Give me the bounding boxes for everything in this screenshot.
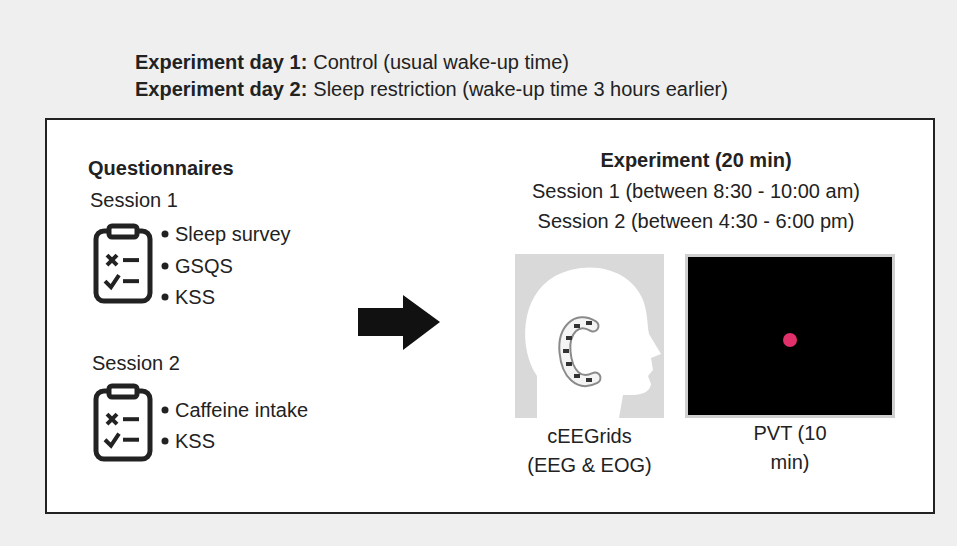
bullet-dot (162, 263, 169, 270)
section-heading: Experiment (20 min) (600, 148, 791, 172)
pvt-stimulus (688, 257, 892, 415)
image-caption: cEEGrids (EEG & EOG) (527, 422, 652, 480)
bullet-dot (162, 231, 169, 238)
pvt-screen: PVT (10 min) (685, 254, 895, 418)
procedure-frame: cEEGrids (EEG & EOG)PVT (10 min)Question… (45, 118, 935, 514)
bullet-item: Caffeine intake (175, 398, 308, 422)
section-heading: Questionnaires (88, 156, 234, 180)
image-caption: PVT (10 min) (745, 419, 835, 477)
session-label: Session 1 (90, 188, 178, 212)
session-label: Session 2 (92, 351, 180, 375)
bullet-dot (162, 407, 169, 414)
head-illustration (515, 254, 664, 418)
day-heading: Experiment day 2: (135, 76, 307, 102)
day-description: Sleep restriction (wake-up time 3 hours … (313, 76, 728, 102)
bullet-item: KSS (175, 285, 215, 309)
bullet-dot (162, 438, 169, 445)
clipboard-icon (96, 226, 150, 301)
day-line: Experiment day 1:Control (usual wake-up … (135, 49, 569, 75)
session-time: Session 2 (between 4:30 - 6:00 pm) (538, 209, 855, 233)
day-heading: Experiment day 1: (135, 49, 307, 75)
flow-arrow (358, 295, 440, 350)
bullet-item: KSS (175, 429, 215, 453)
day-description: Control (usual wake-up time) (313, 49, 569, 75)
bullet-dot (162, 294, 169, 301)
ceegrids-image: cEEGrids (EEG & EOG) (515, 254, 664, 418)
bullet-item: Sleep survey (175, 222, 291, 246)
day-line: Experiment day 2:Sleep restriction (wake… (135, 76, 728, 102)
clipboard-icon (96, 386, 150, 459)
bullet-item: GSQS (175, 254, 233, 278)
session-time: Session 1 (between 8:30 - 10:00 am) (532, 179, 860, 203)
